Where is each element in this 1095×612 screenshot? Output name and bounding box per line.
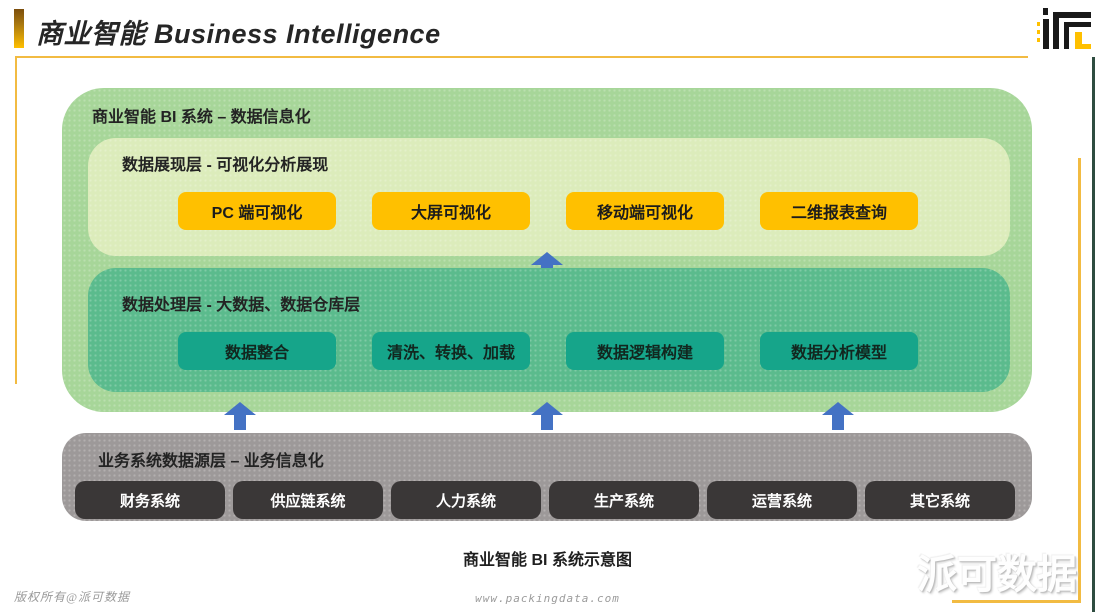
- source-item: 生产系统: [549, 481, 699, 519]
- diagram-caption: 商业智能 BI 系统示意图: [463, 552, 632, 569]
- up-arrow-icon: [531, 402, 563, 430]
- frame-line-left: [15, 56, 17, 384]
- frame-line-top: [15, 56, 1028, 58]
- source-item: 人力系统: [391, 481, 541, 519]
- source-layer-label: 业务系统数据源层 – 业务信息化: [98, 453, 324, 470]
- up-arrow-icon: [822, 402, 854, 430]
- processing-item: 数据整合: [178, 332, 336, 370]
- paike-data-logo-icon: [1037, 6, 1091, 54]
- presentation-item: 移动端可视化: [566, 192, 724, 230]
- page-title: 商业智能 Business Intelligence: [36, 19, 441, 49]
- processing-layer-box: [88, 268, 1010, 392]
- up-arrow-icon: [224, 402, 256, 430]
- source-item: 运营系统: [707, 481, 857, 519]
- frame-line-right: [1078, 158, 1081, 602]
- presentation-item: 大屏可视化: [372, 192, 530, 230]
- presentation-layer-label: 数据展现层 - 可视化分析展现: [122, 157, 329, 174]
- presentation-items-row: PC 端可视化 大屏可视化 移动端可视化 二维报表查询: [178, 192, 918, 230]
- processing-items-row: 数据整合 清洗、转换、加载 数据逻辑构建 数据分析模型: [178, 332, 918, 370]
- source-items-row: 财务系统 供应链系统 人力系统 生产系统 运营系统 其它系统: [75, 481, 1015, 519]
- source-item: 供应链系统: [233, 481, 383, 519]
- presentation-item: 二维报表查询: [760, 192, 918, 230]
- presentation-item: PC 端可视化: [178, 192, 336, 230]
- processing-layer-label: 数据处理层 - 大数据、数据仓库层: [122, 297, 361, 314]
- screen-edge-strip: [1092, 57, 1095, 612]
- processing-item: 清洗、转换、加载: [372, 332, 530, 370]
- title-accent-bar: [14, 9, 24, 48]
- processing-item: 数据逻辑构建: [566, 332, 724, 370]
- processing-item: 数据分析模型: [760, 332, 918, 370]
- source-item: 其它系统: [865, 481, 1015, 519]
- watermark-text: 派可数据: [917, 553, 1077, 597]
- bi-system-label: 商业智能 BI 系统 – 数据信息化: [92, 109, 311, 126]
- source-item: 财务系统: [75, 481, 225, 519]
- frame-line-bottom: [952, 600, 1081, 603]
- copyright-text: 版权所有@派可数据: [14, 590, 131, 604]
- website-text: www.packingdata.com: [475, 592, 620, 605]
- up-arrow-icon: [531, 252, 563, 280]
